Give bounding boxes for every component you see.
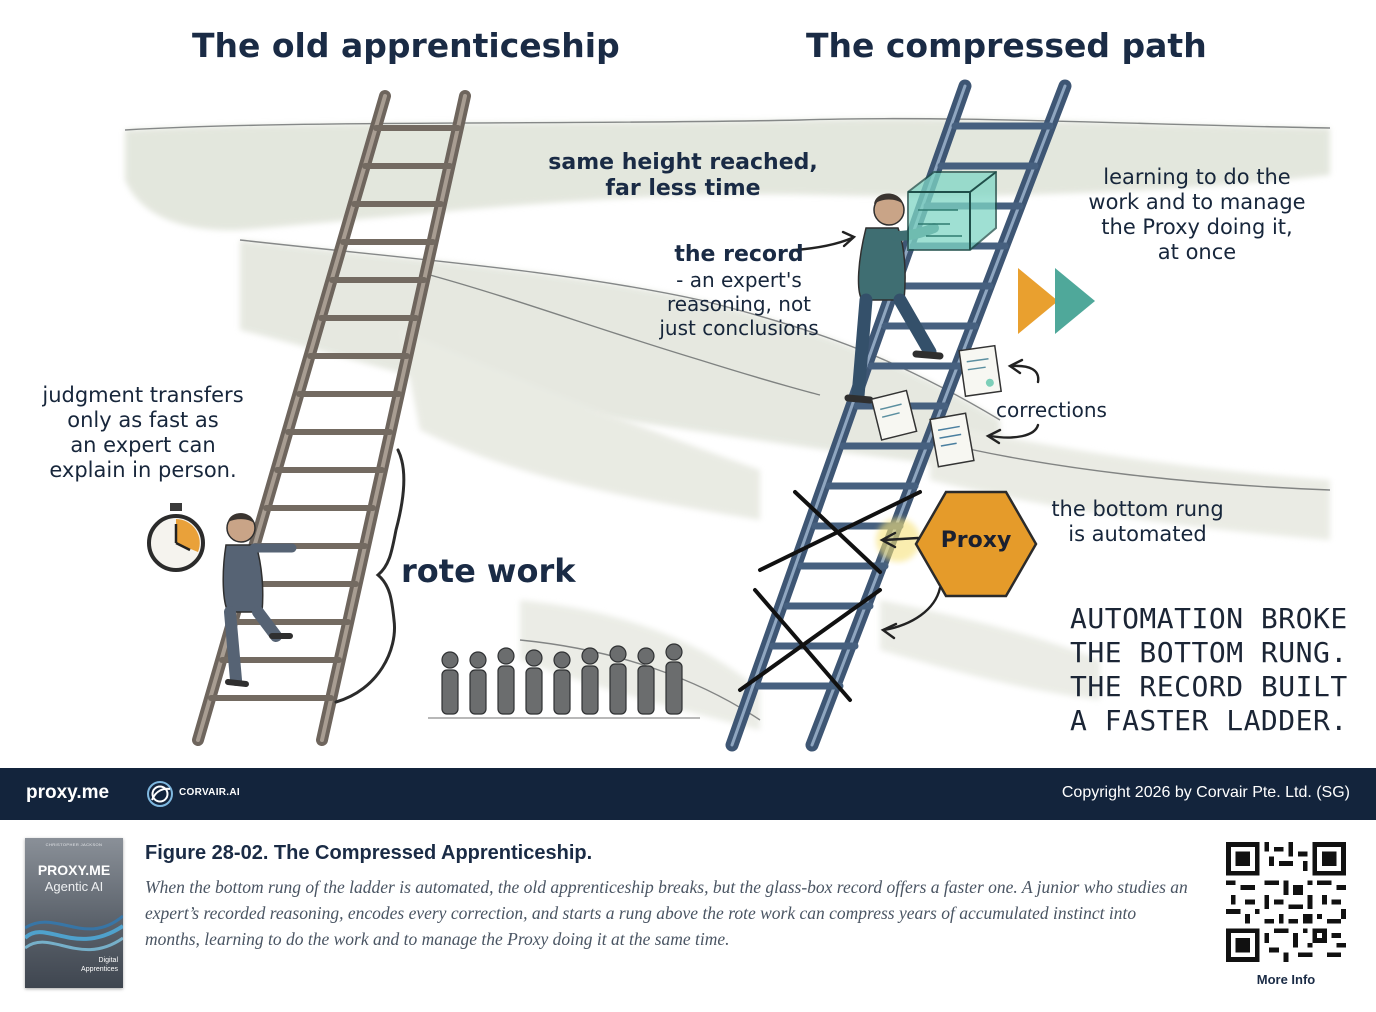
stopwatch-icon xyxy=(147,503,205,572)
rote-work-label: rote work xyxy=(401,552,576,590)
book-series: Digital Apprentices xyxy=(81,957,118,973)
cloud-strokes xyxy=(124,117,1331,721)
annotation-arrows xyxy=(793,230,1040,640)
book-subtitle: Agentic AI xyxy=(44,879,104,894)
book-author: CHRISTOPHER JACKSON xyxy=(45,842,103,847)
same-height-note: same height reached, far less time xyxy=(548,150,818,201)
proxy-me-brand-link[interactable]: proxy.me xyxy=(26,782,110,803)
book-title: PROXY.ME xyxy=(37,862,111,878)
figure-title: Figure 28-02. The Compressed Apprentices… xyxy=(145,842,593,864)
record-annotation: the record - an expert's reasoning, not … xyxy=(644,242,834,340)
copyright-notice: Copyright 2026 by Corvair Pte. Ltd. (SG) xyxy=(1061,784,1350,801)
figure-caption: When the bottom rung of the ladder is au… xyxy=(145,877,1188,949)
waiting-crowd xyxy=(441,643,683,715)
record-heading: the record xyxy=(674,242,804,267)
bottom-rung-note: the bottom rung is automated xyxy=(1051,497,1224,546)
more-info-link[interactable]: More Info xyxy=(1256,972,1316,987)
corvair-brand-link[interactable]: CORVAIR.AI xyxy=(179,787,240,798)
judgment-transfer-note: judgment transfers only as fast as an ex… xyxy=(42,383,244,482)
record-cube-icon xyxy=(907,171,997,251)
record-description: - an expert's reasoning, not just conclu… xyxy=(659,268,819,340)
expert-climber-figure xyxy=(844,193,944,404)
compressed-path-heading: The compressed path xyxy=(806,26,1207,65)
proxy-badge-label: Proxy xyxy=(940,528,1012,553)
book-cover-swirl xyxy=(25,914,123,951)
old-ladder xyxy=(192,90,471,746)
rote-work-brace xyxy=(334,448,406,704)
corrections-label: corrections xyxy=(996,398,1107,422)
corvair-logo-icon xyxy=(147,781,173,807)
qr-code-icon[interactable] xyxy=(1226,842,1346,962)
junior-climber-figure xyxy=(222,513,297,687)
illustration xyxy=(124,79,1331,752)
footer-bar: proxy.me CORVAIR.AI Copyright 2026 by Co… xyxy=(0,768,1376,820)
old-apprenticeship-heading: The old apprenticeship xyxy=(192,26,620,65)
automation-statement: AUTOMATION BROKE THE BOTTOM RUNG. THE RE… xyxy=(1070,602,1348,737)
book-cover-image[interactable]: CHRISTOPHER JACKSON PROXY.ME Agentic AI … xyxy=(25,838,123,988)
fast-forward-icon xyxy=(1018,268,1095,334)
learning-note: learning to do the work and to manage th… xyxy=(1088,165,1306,264)
correction-notes-icon xyxy=(870,344,1003,468)
